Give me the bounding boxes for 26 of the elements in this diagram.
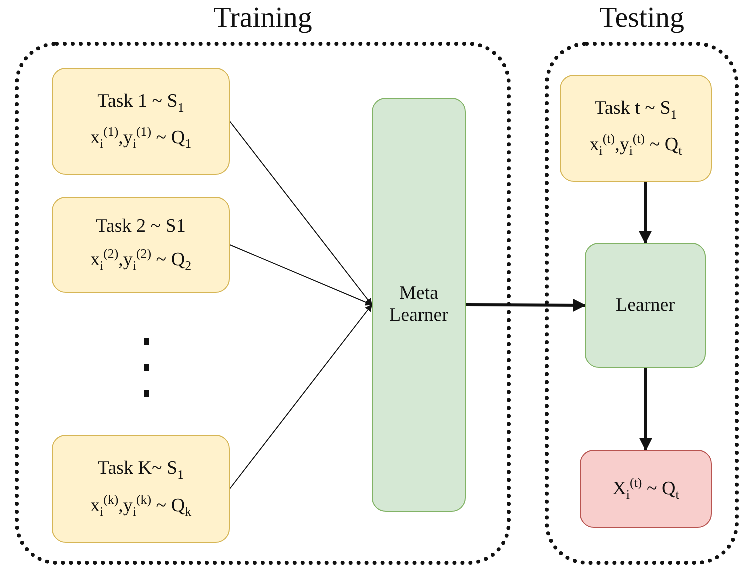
learner-box [585, 243, 706, 368]
node-text: x$_{i}$$^{(2)}$,y$_{i}$$^{(2)}$ ~ Q$_{2}$ [90, 247, 192, 274]
node-text: X$_{i}$$^{(t)}$ ~ Q$_{t}$ [612, 476, 680, 502]
node-text: Task K~ S$_{1}$ [98, 458, 184, 483]
task-box [560, 75, 712, 182]
arrow [230, 244, 373, 306]
task-box [52, 68, 230, 175]
arrow [230, 304, 372, 490]
task-box [52, 197, 230, 293]
node-text: x$_{i}$$^{(t)}$,y$_{i}$$^{(t)}$ ~ Q$_{t}$ [590, 132, 682, 160]
node-text: Task 1 ~ S$_{1}$ [98, 90, 184, 116]
arrow [230, 121, 372, 306]
node-text: x$_{i}$$^{(k)}$,y$_{i}$$^{(k)}$ ~ Q$_{k}$ [90, 492, 192, 520]
node-text: Task 2 ~ S1 [96, 216, 186, 238]
node-text: Meta Learner [388, 283, 450, 327]
arrow [640, 368, 652, 452]
arrow [639, 182, 652, 244]
node-text: Task t ~ S$_{1}$ [594, 98, 678, 122]
task-box [52, 435, 230, 543]
group-title: Testing [598, 2, 686, 35]
node-text: Learner [616, 294, 676, 316]
group-title: Training [212, 2, 314, 35]
output-box [580, 450, 712, 528]
learner-box [372, 98, 466, 512]
node-text: x$_{i}$$^{(1)}$,y$_{i}$$^{(1)}$ ~ Q$_{1}$ [90, 125, 192, 152]
arrow [466, 298, 586, 312]
